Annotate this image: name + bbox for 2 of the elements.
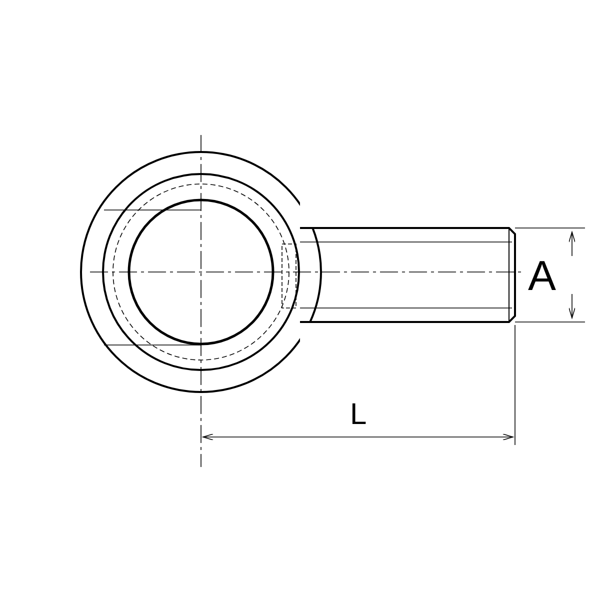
dimension-label: L [350,400,367,430]
dimension-label: A [528,255,556,297]
